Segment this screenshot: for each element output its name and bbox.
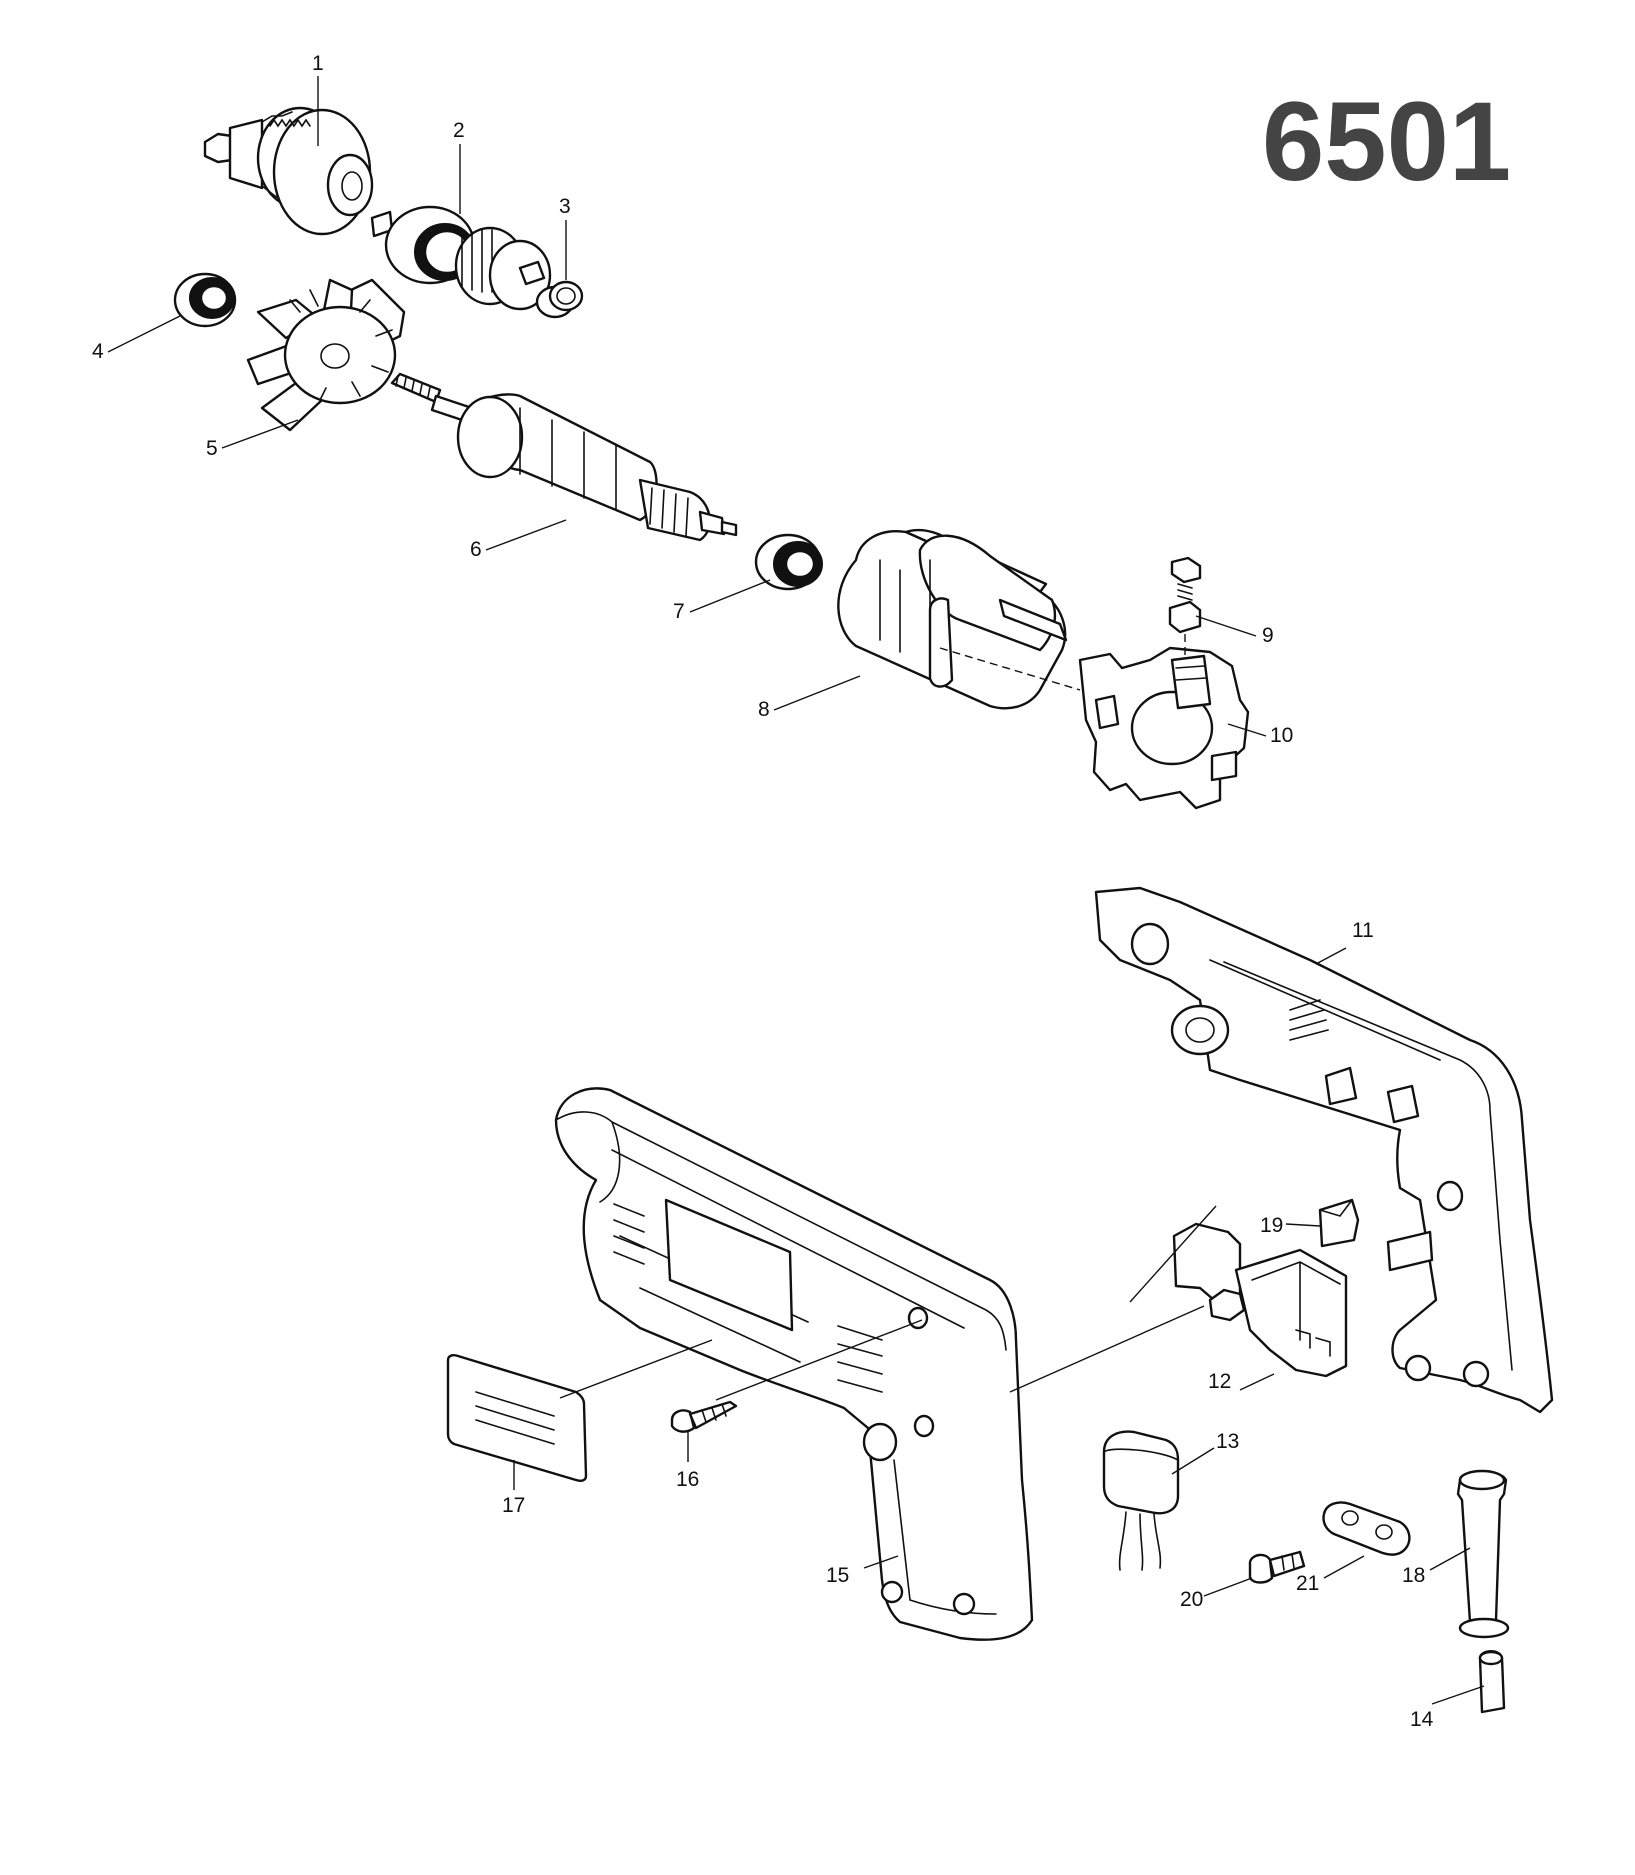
- part-17-name-plate[interactable]: [446, 1354, 588, 1482]
- part-10-brush-holder[interactable]: [1078, 646, 1250, 810]
- callout-21: 21: [1296, 1572, 1319, 1595]
- callout-14: 14: [1410, 1708, 1434, 1731]
- part-3-sleeve[interactable]: [535, 280, 584, 319]
- callout-20: 20: [1180, 1588, 1203, 1611]
- callout-1: 1: [312, 52, 324, 75]
- callout-4: 4: [92, 340, 104, 363]
- part-12-switch[interactable]: [1172, 1222, 1348, 1378]
- part-19-switch-lever[interactable]: [1318, 1198, 1360, 1248]
- callout-19: 19: [1260, 1214, 1283, 1237]
- part-15-housing-left[interactable]: [554, 1087, 1034, 1641]
- callout-7: 7: [673, 600, 685, 623]
- assembly-line-armature-field: [939, 647, 1081, 691]
- part-14-cord-guard-insert[interactable]: [1478, 1650, 1506, 1714]
- callout-8: 8: [758, 698, 770, 721]
- callout-16: 16: [676, 1468, 699, 1491]
- model-number: 6501: [1262, 79, 1511, 204]
- callout-9: 9: [1262, 624, 1274, 647]
- part-9-carbon-brush[interactable]: [1168, 556, 1202, 634]
- part-11-housing-right[interactable]: [1094, 886, 1554, 1414]
- part-6-armature[interactable]: [390, 372, 738, 542]
- callout-3: 3: [559, 195, 571, 218]
- part-8-field-stator[interactable]: [837, 528, 1068, 710]
- part-20-screw[interactable]: [1248, 1550, 1306, 1584]
- callout-2: 2: [453, 119, 465, 142]
- part-16-tapping-screw[interactable]: [670, 1400, 738, 1433]
- part-4-ball-bearing[interactable]: [173, 272, 237, 328]
- part-21-strain-relief[interactable]: [1322, 1501, 1411, 1556]
- part-13-noise-suppressor[interactable]: [1102, 1430, 1180, 1571]
- part-7-ball-bearing[interactable]: [754, 533, 823, 591]
- callouts: 1 2 3 4 5 6 7 8 9 10 11 12 13 14 15 16 1…: [92, 52, 1434, 1731]
- callout-12: 12: [1208, 1370, 1231, 1393]
- callout-13: 13: [1216, 1430, 1239, 1453]
- callout-15: 15: [826, 1564, 849, 1587]
- part-18-cord-guard[interactable]: [1456, 1469, 1510, 1639]
- callout-6: 6: [470, 538, 482, 561]
- callout-5: 5: [206, 437, 218, 460]
- part-5-fan[interactable]: [246, 278, 406, 432]
- callout-18: 18: [1402, 1564, 1425, 1587]
- part-1-drill-chuck[interactable]: [203, 106, 374, 236]
- leader-lines: [107, 76, 1485, 1705]
- callout-11: 11: [1352, 919, 1374, 942]
- callout-17: 17: [502, 1494, 525, 1517]
- part-2-spindle-gear[interactable]: [370, 205, 552, 311]
- callout-10: 10: [1270, 724, 1293, 747]
